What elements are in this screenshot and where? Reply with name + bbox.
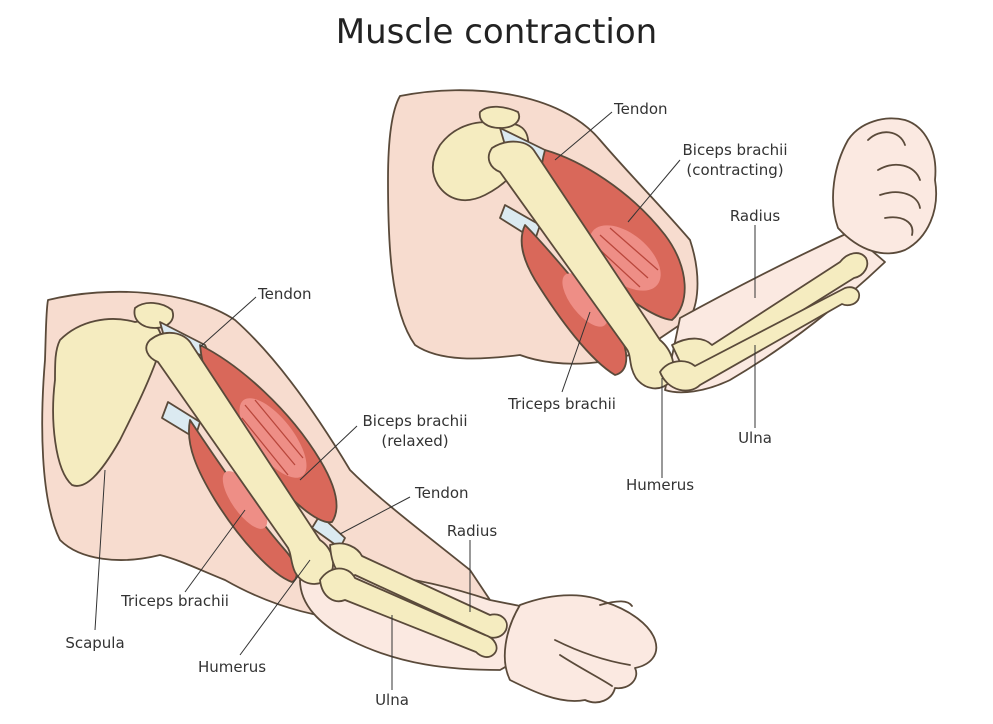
relaxed-hand bbox=[503, 594, 658, 704]
labels: Tendon Biceps brachii (contracting) Radi… bbox=[65, 100, 787, 709]
contracting-fist bbox=[832, 117, 937, 255]
diagram-title: Muscle contraction bbox=[335, 12, 658, 52]
label-contracting-ulna: Ulna bbox=[738, 429, 772, 447]
label-contracting-tendon: Tendon bbox=[613, 100, 668, 118]
label-relaxed-biceps-line2: (relaxed) bbox=[381, 432, 448, 450]
leader-relaxed-scapula bbox=[94, 469, 106, 631]
leader-relaxed-biceps bbox=[299, 425, 358, 481]
label-contracting-humerus: Humerus bbox=[626, 476, 694, 494]
label-contracting-biceps-line1: Biceps brachii bbox=[682, 141, 787, 159]
label-contracting-biceps-line2: (contracting) bbox=[686, 161, 783, 179]
relaxed-arm bbox=[41, 290, 658, 704]
label-contracting-radius: Radius bbox=[730, 207, 780, 225]
leader-relaxed-triceps bbox=[184, 509, 246, 593]
label-relaxed-scapula: Scapula bbox=[65, 634, 124, 652]
contracting-humerus bbox=[487, 140, 675, 390]
label-contracting-triceps: Triceps brachii bbox=[507, 395, 616, 413]
relaxed-scapula bbox=[52, 318, 163, 487]
label-relaxed-humerus: Humerus bbox=[198, 658, 266, 676]
relaxed-ulna bbox=[319, 567, 498, 658]
label-relaxed-triceps: Triceps brachii bbox=[120, 592, 229, 610]
relaxed-humerus bbox=[145, 331, 334, 585]
leader-lines bbox=[94, 111, 756, 690]
contracting-ulna bbox=[659, 286, 860, 392]
leader-relaxed-tendon-bottom bbox=[339, 496, 411, 535]
leader-relaxed-tendon-top bbox=[199, 296, 257, 348]
leader-contracting-triceps bbox=[561, 311, 591, 393]
label-relaxed-radius: Radius bbox=[447, 522, 497, 540]
label-relaxed-biceps-line1: Biceps brachii bbox=[362, 412, 467, 430]
label-relaxed-tendon-top: Tendon bbox=[257, 285, 312, 303]
leader-contracting-biceps bbox=[627, 159, 681, 223]
label-relaxed-tendon-bottom: Tendon bbox=[414, 484, 469, 502]
label-relaxed-ulna: Ulna bbox=[375, 691, 409, 709]
leader-relaxed-humerus bbox=[239, 559, 311, 656]
contracting-arm bbox=[387, 89, 937, 394]
leader-contracting-tendon bbox=[554, 111, 613, 161]
